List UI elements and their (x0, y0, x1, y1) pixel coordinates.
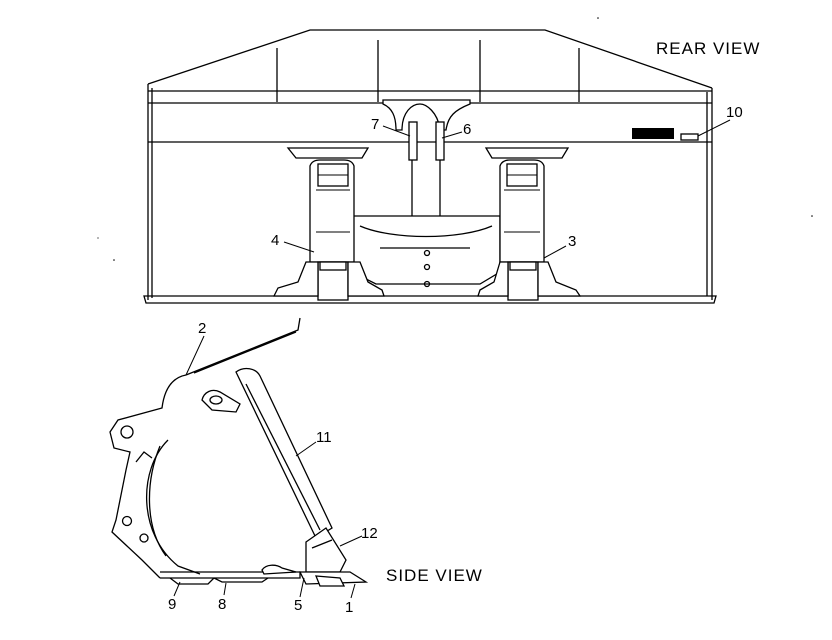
callout-11: 11 (316, 429, 332, 446)
callout-12: 12 (361, 525, 378, 542)
callout-10: 10 (726, 104, 743, 121)
callout-6: 6 (463, 121, 471, 138)
callout-3: 3 (568, 233, 576, 250)
side-view-title: SIDE VIEW (386, 566, 483, 585)
callout-2: 2 (198, 320, 206, 337)
callout-7: 7 (371, 116, 379, 133)
scan-specks (97, 17, 813, 261)
leader-lines (173, 119, 731, 599)
callout-4: 4 (271, 232, 279, 249)
decal-small (680, 133, 699, 141)
rear-view-title: REAR VIEW (656, 39, 760, 58)
callout-1: 1 (345, 599, 353, 616)
rear-view-drawing (143, 29, 717, 304)
side-view-drawing (109, 317, 369, 587)
callout-8: 8 (218, 596, 226, 613)
callout-9: 9 (168, 596, 176, 613)
decal-large (632, 128, 674, 139)
callout-5: 5 (294, 597, 302, 614)
